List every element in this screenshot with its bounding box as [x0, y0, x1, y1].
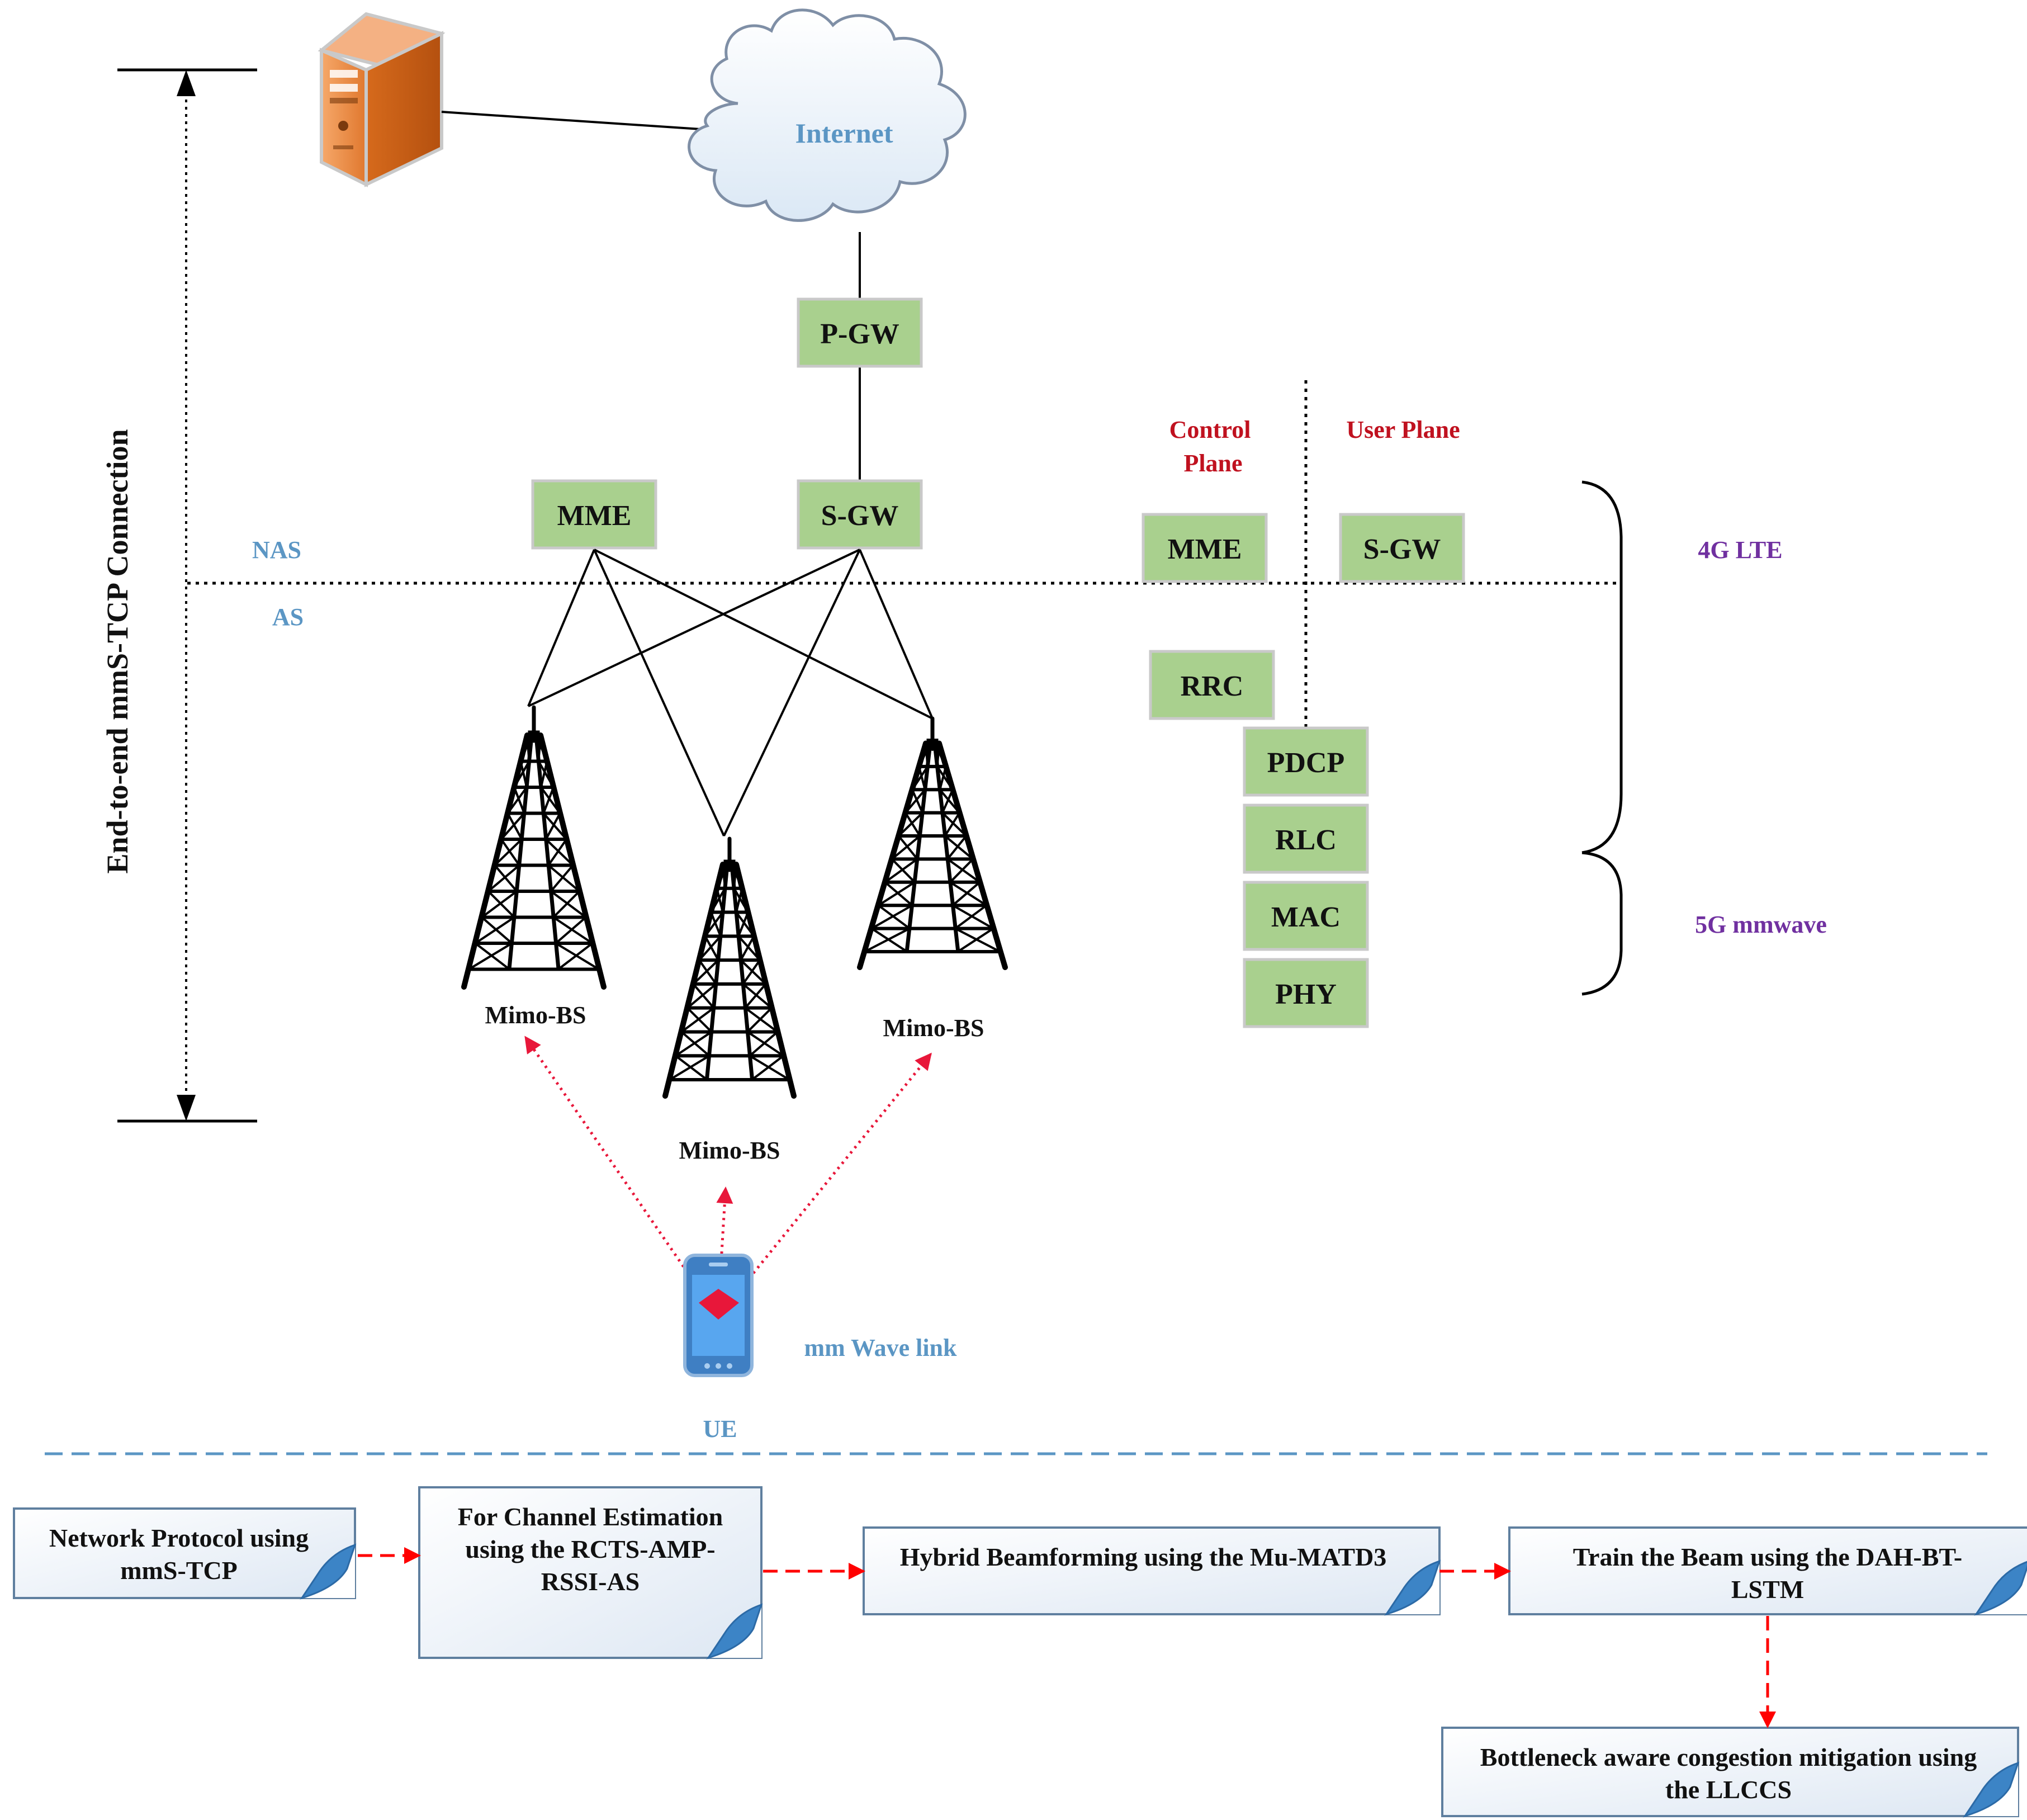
flow-box-2-line-1: For Channel Estimation	[458, 1502, 723, 1531]
ue-label: UE	[703, 1415, 737, 1443]
stack-rlc-box: RLC	[1243, 803, 1369, 874]
bs-label-left: Mimo-BS	[485, 1001, 586, 1029]
flow-box-4-line-1: Train the Beam using the DAH-BT-	[1573, 1543, 1962, 1571]
svg-text:RLC: RLC	[1275, 824, 1337, 856]
flow-arrows	[358, 1547, 1776, 1728]
stack-phy-box: PHY	[1243, 958, 1369, 1028]
svg-text:S-GW: S-GW	[821, 500, 899, 532]
svg-text:MME: MME	[557, 500, 632, 532]
server-icon	[318, 12, 446, 187]
stack-mme-box: MME	[1142, 513, 1268, 583]
control-plane-label: Control Plane	[1169, 416, 1257, 477]
svg-text:MME: MME	[1168, 533, 1242, 565]
bs-label-right: Mimo-BS	[883, 1014, 984, 1042]
core-bs-links	[527, 549, 934, 836]
sgw-box: S-GW	[797, 479, 923, 550]
flow-box-1-line-2: mmS-TCP	[120, 1556, 238, 1585]
flow-box-2-line-3: RSSI-AS	[541, 1567, 640, 1596]
pgw-box: P-GW	[797, 297, 923, 368]
svg-text:P-GW: P-GW	[820, 318, 899, 350]
lte-brace	[1581, 480, 1623, 854]
flow-box-5: Bottleneck aware congestion mitigation u…	[1441, 1727, 2020, 1818]
page-curl-icon	[1384, 1559, 1441, 1616]
flow-box-4-line-2: LSTM	[1731, 1575, 1804, 1604]
flow-box-5-line-1: Bottleneck aware congestion mitigation u…	[1480, 1743, 1977, 1771]
as-label: AS	[272, 603, 304, 631]
internet-label: Internet	[795, 117, 893, 149]
server-internet-link	[441, 111, 709, 131]
flow-box-2: For Channel Estimation using the RCTS-AMP…	[418, 1486, 763, 1660]
flow-box-2-line-2: using the RCTS-AMP-	[465, 1535, 715, 1563]
tower-icon-right	[857, 716, 1008, 970]
nas-label: NAS	[252, 536, 301, 564]
svg-text:RRC: RRC	[1181, 670, 1244, 702]
stack-mac-box: MAC	[1243, 881, 1369, 951]
tower-icon-middle	[662, 836, 797, 1099]
cloud-icon	[688, 8, 967, 222]
lte-label: 4G LTE	[1698, 536, 1782, 564]
flow-box-5-line-2: the LLCCS	[1665, 1775, 1792, 1804]
tower-icon-left	[461, 705, 607, 990]
flow-box-1: Network Protocol using mmS-TCP	[13, 1507, 357, 1600]
flow-box-3: Hybrid Beamforming using the Mu-MATD3	[863, 1526, 1441, 1616]
smartphone-icon	[683, 1254, 754, 1377]
svg-text:S-GW: S-GW	[1363, 533, 1441, 565]
svg-text:PHY: PHY	[1275, 978, 1337, 1010]
flow-box-1-line-1: Network Protocol using	[49, 1524, 309, 1552]
svg-text:PDCP: PDCP	[1267, 747, 1345, 779]
end-to-end-bracket	[117, 68, 257, 1123]
user-plane-label: User Plane	[1346, 416, 1460, 443]
page-curl-icon	[1974, 1561, 2027, 1616]
stack-pdcp-box: PDCP	[1243, 726, 1369, 797]
flow-box-4: Train the Beam using the DAH-BT- LSTM	[1508, 1526, 2027, 1616]
page-curl-icon	[1963, 1761, 2020, 1818]
end-to-end-label: End-to-end mmS-TCP Connection	[101, 429, 134, 873]
flow-box-3-line-1: Hybrid Beamforming using the Mu-MATD3	[900, 1543, 1387, 1571]
svg-text:MAC: MAC	[1271, 901, 1341, 933]
stack-sgw-box: S-GW	[1339, 513, 1465, 583]
mmwave-link-label: mm Wave link	[804, 1334, 957, 1362]
bs-label-middle: Mimo-BS	[679, 1137, 780, 1164]
mme-box: MME	[531, 479, 657, 550]
page-curl-icon	[300, 1543, 357, 1600]
page-curl-icon	[706, 1603, 763, 1660]
mmwave-brace	[1581, 851, 1623, 996]
mmwave-label: 5G mmwave	[1695, 911, 1827, 938]
stack-rrc-box: RRC	[1149, 650, 1275, 720]
